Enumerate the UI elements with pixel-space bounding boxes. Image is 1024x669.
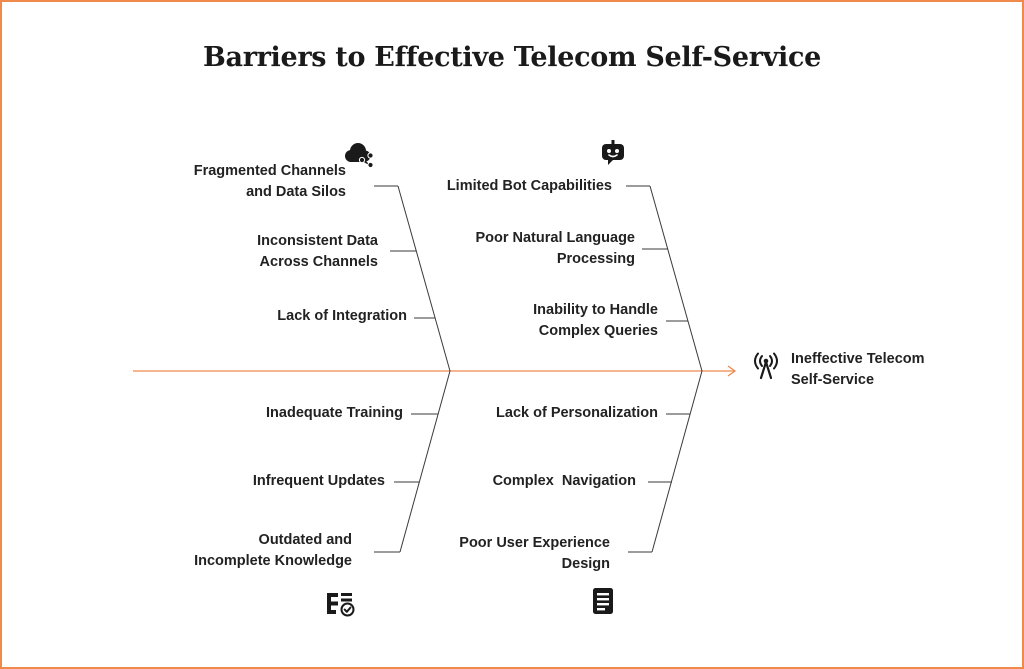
cause-complex-queries: Inability to Handle Complex Queries (533, 302, 658, 339)
cause-infrequent-updates: Infrequent Updates (252, 473, 385, 489)
spine-arrowhead (727, 365, 737, 377)
cause-fragmented-channels: Fragmented Channels and Data Silos (193, 163, 346, 200)
cause-complex-navigation: Complex Navigation (492, 473, 636, 489)
bone-top-right (649, 185, 703, 372)
cause-inconsistent-data: Inconsistent Data Across Channels (257, 233, 378, 270)
cause-poor-nlp: Poor Natural Language Processing (475, 230, 635, 267)
cause-inadequate-training: Inadequate Training (266, 405, 403, 421)
cause-outdated-knowledge: Outdated and Incomplete Knowledge (194, 532, 352, 569)
bone-top-left (397, 185, 451, 372)
chatbot-icon (599, 139, 627, 167)
cause-poor-ux-design: Poor User Experience Design (459, 535, 610, 572)
cause-limited-bot-capabilities: Limited Bot Capabilities (446, 178, 612, 194)
bone-bottom-right (651, 370, 703, 553)
cause-lack-of-personalization: Lack of Personalization (496, 405, 658, 421)
diagram-title: Barriers to Effective Telecom Self-Servi… (202, 42, 821, 73)
cause-lack-of-integration: Lack of Integration (277, 308, 407, 324)
effect-label: Ineffective Telecom Self-Service (791, 351, 925, 388)
document-icon (591, 587, 615, 615)
cloud-share-icon (341, 141, 375, 169)
broadcast-tower-icon (752, 352, 780, 380)
bone-bottom-left (399, 370, 451, 553)
checklist-approved-icon (326, 591, 356, 617)
